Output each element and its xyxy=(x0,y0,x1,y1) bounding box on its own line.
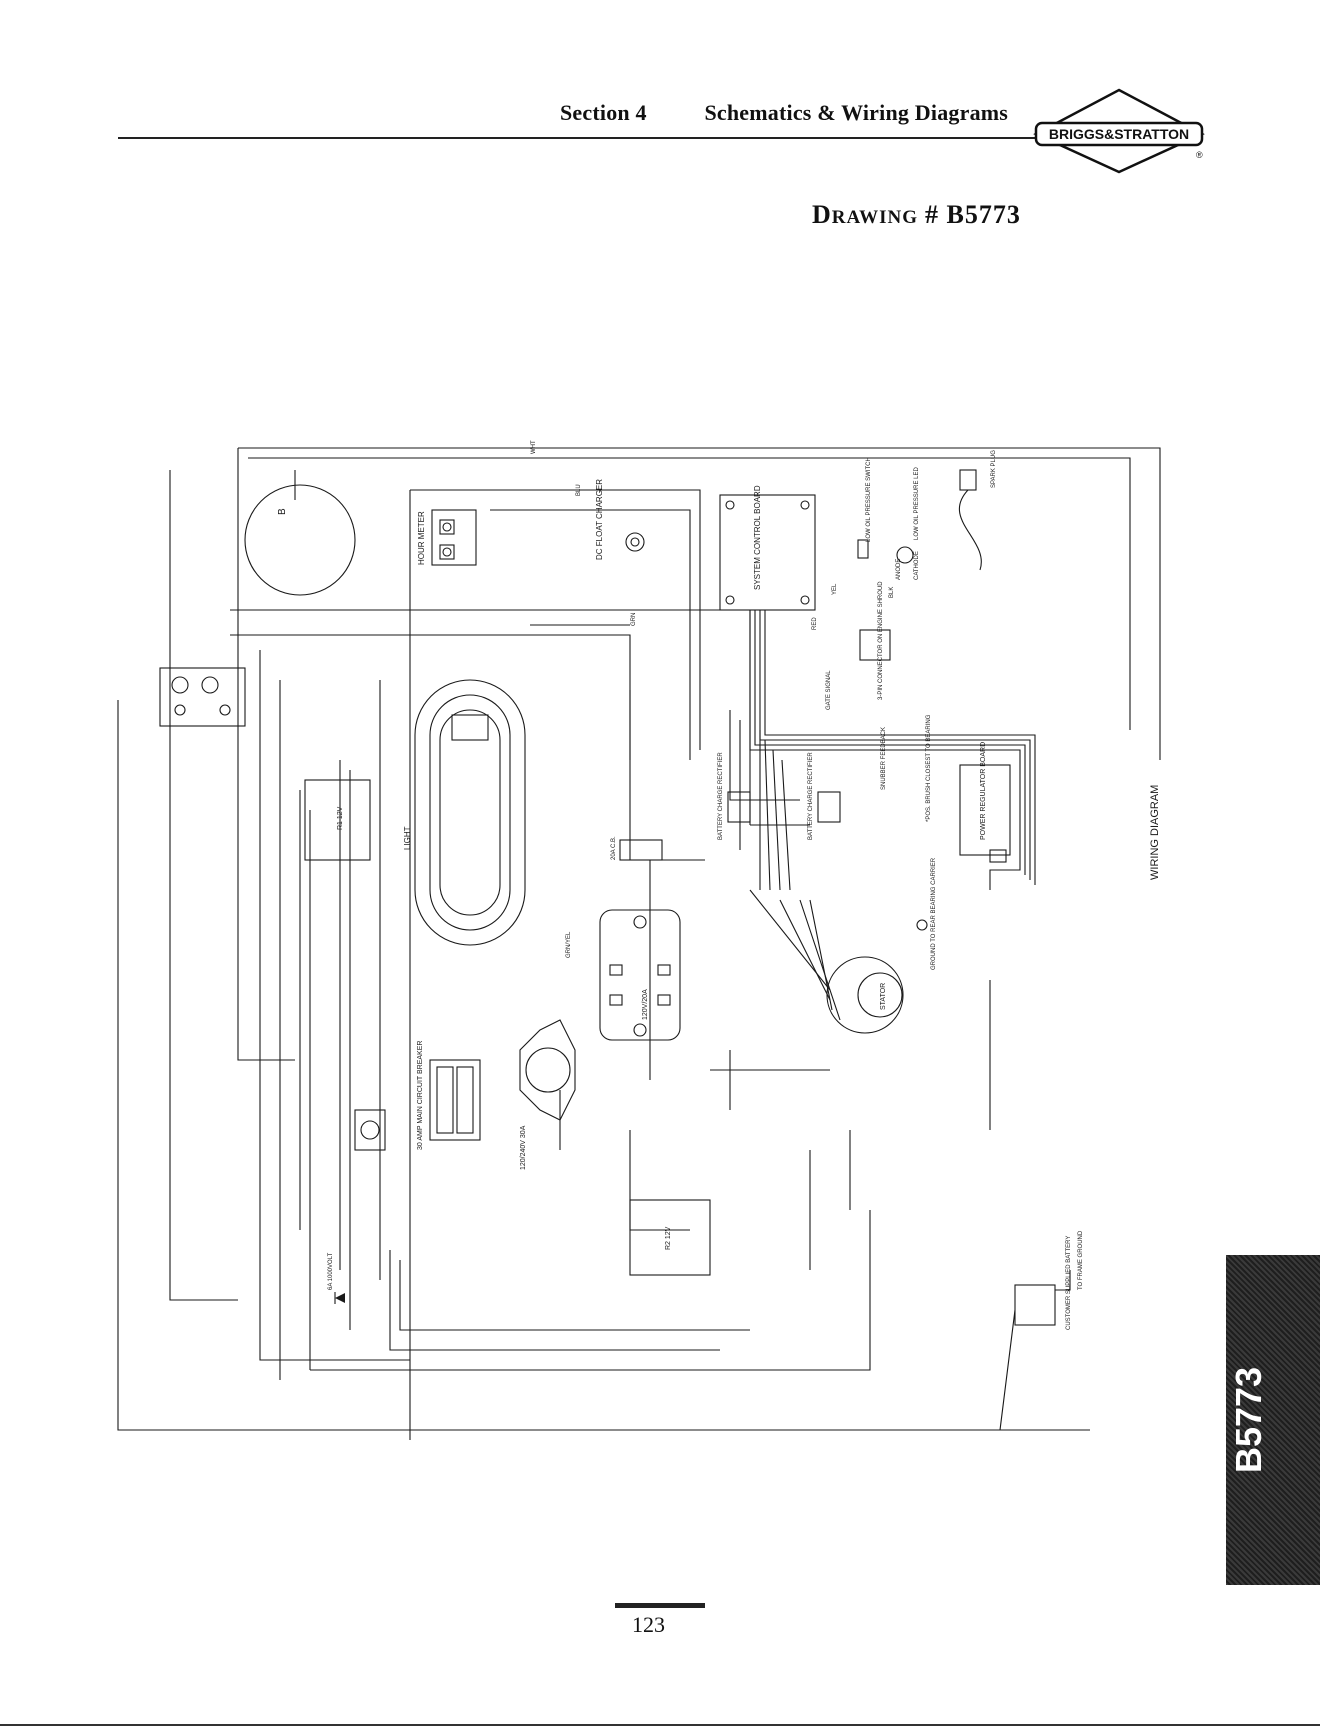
stator-label: STATOR xyxy=(880,983,887,1010)
pos-brush-label: *POS. BRUSH CLOSEST TO BEARING xyxy=(926,714,932,822)
gate-signal-label: GATE SIGNAL xyxy=(826,670,832,710)
ignition-block xyxy=(159,667,246,727)
frame-ground-label: TO FRAME GROUND xyxy=(1078,1230,1084,1290)
diode-label: 6A 1000VOLT xyxy=(328,1252,334,1290)
wire-label-yel: YEL xyxy=(832,583,838,595)
connector-label: 3-PIN CONNECTOR ON ENGINE SHROUD xyxy=(878,581,884,700)
anode-label: ANODE xyxy=(896,559,902,580)
header-rule xyxy=(118,137,1046,139)
section-tab-label: B5773 xyxy=(1228,1366,1269,1474)
starter-solenoid: B xyxy=(244,484,356,596)
rectifier-2-label: BATTERY CHARGE RECTIFIER xyxy=(808,752,814,840)
wire-harness xyxy=(117,447,1161,1440)
diode: 6A 1000VOLT xyxy=(328,1252,345,1304)
battery-label: CUSTOMER SUPPLIED BATTERY xyxy=(1066,1236,1072,1330)
receptacle-120-240v: 120/240V 30A xyxy=(519,1019,576,1170)
breaker-20a: 20A C.B. xyxy=(611,836,663,861)
battery-charge-rectifier-2: BATTERY CHARGE RECTIFIER xyxy=(808,752,841,840)
wire-label-blu: BLU xyxy=(576,484,582,496)
charger-label: DC FLOAT CHARGER xyxy=(595,479,604,560)
cb-20a-label: 20A C.B. xyxy=(611,836,617,860)
control-board-label: SYSTEM CONTROL BOARD xyxy=(753,485,762,590)
receptacle-120v: 120V/20A xyxy=(599,909,681,1041)
three-pin-connector: 3-PIN CONNECTOR ON ENGINE SHROUD GATE SI… xyxy=(826,581,891,710)
light-label: LIGHT xyxy=(403,826,412,850)
outlet-240-label: 120/240V 30A xyxy=(520,1125,527,1170)
relay-r2: R2 12V xyxy=(629,1199,711,1276)
snubber-label: SNUBBER FEEDBACK xyxy=(881,727,887,790)
page-number-bar xyxy=(615,1603,705,1608)
drawing-title-initial: D xyxy=(812,200,832,229)
drawing-title: DRAWING # B5773 xyxy=(812,200,1021,230)
hour-meter: HOUR METER xyxy=(417,509,477,566)
fuel-solenoid xyxy=(354,1109,386,1151)
low-oil-pressure-led: LOW OIL PRESSURE LED ANODE CATHODE xyxy=(896,467,920,580)
svg-text:B: B xyxy=(277,508,288,515)
page-bottom-edge xyxy=(0,1724,1320,1726)
stator: STATOR GROUND TO REAR BEARING CARRIER xyxy=(749,857,937,1034)
cathode-label: CATHODE xyxy=(914,551,920,580)
customer-battery: CUSTOMER SUPPLIED BATTERY TO FRAME GROUN… xyxy=(999,1230,1084,1431)
relay-r1: R1 12V xyxy=(304,779,371,861)
outlet-120-label: 120V/20A xyxy=(642,989,649,1020)
logo-text: BRIGGS&STRATTON xyxy=(1049,126,1189,142)
switch-label: LOW OIL PRESSURE SWITCH xyxy=(866,457,872,542)
light: LIGHT xyxy=(403,679,526,946)
relay-r2-label: R2 12V xyxy=(665,1226,672,1250)
hour-meter-label: HOUR METER xyxy=(417,511,426,565)
wire-label-blk: BLK xyxy=(889,587,895,598)
power-regulator-board: POWER REGULATOR BOARD SNUBBER FEEDBACK *… xyxy=(881,714,1011,863)
wire-label-grn-yel: GRN/YEL xyxy=(566,931,572,958)
page-header: Section 4 Schematics & Wiring Diagrams xyxy=(560,100,1008,126)
main-breaker-label: 30 AMP MAIN CIRCUIT BREAKER xyxy=(417,1041,424,1150)
registered-mark: ® xyxy=(1196,150,1203,160)
section-label: Section 4 xyxy=(560,100,647,125)
wiring-diagram-title: WIRING DIAGRAM xyxy=(1149,785,1161,880)
wire-label-wht: WHT xyxy=(531,440,537,454)
spark-plug-label: SPARK PLUG xyxy=(991,450,997,488)
led-label: LOW OIL PRESSURE LED xyxy=(914,467,920,540)
section-title: Schematics & Wiring Diagrams xyxy=(704,100,1009,125)
harness-bundle xyxy=(749,610,1036,890)
main-circuit-breaker: 30 AMP MAIN CIRCUIT BREAKER xyxy=(417,1041,481,1150)
page-number: 123 xyxy=(632,1612,665,1637)
briggs-stratton-logo: BRIGGS&STRATTON ® xyxy=(1033,88,1205,174)
wire-label-red: RED xyxy=(812,617,818,630)
ground-carrier-label: GROUND TO REAR BEARING CARRIER xyxy=(931,857,937,970)
wiring-diagram: HOUR METER DC FLOAT CHARGER SYSTEM CONTR… xyxy=(117,440,1161,1440)
relay-r1-label: R1 12V xyxy=(337,806,344,830)
low-oil-pressure-switch: LOW OIL PRESSURE SWITCH xyxy=(857,457,872,559)
battery-charge-rectifier-1: BATTERY CHARGE RECTIFIER xyxy=(718,752,751,840)
regulator-label: POWER REGULATOR BOARD xyxy=(980,742,987,840)
spark-plug: SPARK PLUG xyxy=(958,450,997,571)
section-tab xyxy=(1226,1255,1320,1585)
wire-label-grn: GRN xyxy=(631,613,637,626)
system-control-board: SYSTEM CONTROL BOARD xyxy=(719,485,816,611)
drawing-title-word: RAWING xyxy=(831,207,919,228)
rectifier-1-label: BATTERY CHARGE RECTIFIER xyxy=(718,752,724,840)
drawing-number: # B5773 xyxy=(925,200,1021,229)
dc-float-charger: DC FLOAT CHARGER xyxy=(595,479,645,560)
